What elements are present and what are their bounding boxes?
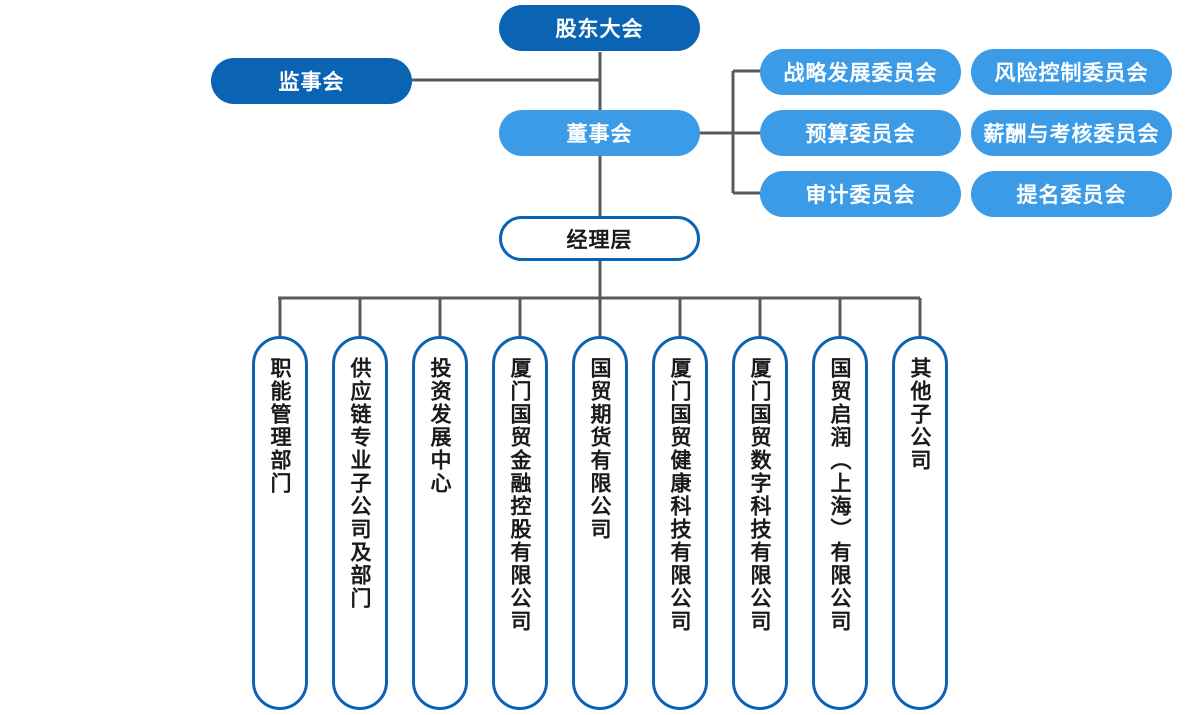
- subsidiary-label: 厦门国贸健康科技有限公司: [668, 357, 692, 633]
- subsidiary-label: 其他子公司: [908, 357, 932, 472]
- subsidiary-health-tech: 厦门国贸健康科技有限公司: [652, 336, 708, 710]
- subsidiary-financial-holdings: 厦门国贸金融控股有限公司: [492, 336, 548, 710]
- management-node: 经理层: [499, 216, 700, 261]
- committee-nomination: 提名委员会: [971, 171, 1172, 217]
- subsidiary-functional-depts: 职能管理部门: [252, 336, 308, 710]
- subsidiary-label: 国贸期货有限公司: [588, 357, 612, 541]
- subsidiary-futures: 国贸期货有限公司: [572, 336, 628, 710]
- subsidiary-investment-center: 投资发展中心: [412, 336, 468, 710]
- committee-audit: 审计委员会: [760, 171, 961, 217]
- subsidiary-digital-tech: 厦门国贸数字科技有限公司: [732, 336, 788, 710]
- subsidiary-label: 投资发展中心: [428, 357, 452, 495]
- subsidiary-supply-chain: 供应链专业子公司及部门: [332, 336, 388, 710]
- subsidiary-label: 厦门国贸数字科技有限公司: [748, 357, 772, 633]
- committee-strategy: 战略发展委员会: [760, 49, 961, 95]
- subsidiary-label: 职能管理部门: [268, 357, 292, 495]
- committee-risk: 风险控制委员会: [971, 49, 1172, 95]
- board-node: 董事会: [499, 110, 700, 156]
- subsidiary-others: 其他子公司: [892, 336, 948, 710]
- subsidiary-qirun-shanghai: 国贸启润（上海）有限公司: [812, 336, 868, 710]
- subsidiary-label: 供应链专业子公司及部门: [348, 357, 372, 610]
- shareholders-node: 股东大会: [499, 5, 700, 51]
- committee-compensation: 薪酬与考核委员会: [971, 110, 1172, 156]
- subsidiary-label: 厦门国贸金融控股有限公司: [508, 357, 532, 633]
- supervisors-node: 监事会: [211, 58, 412, 104]
- subsidiary-label: 国贸启润（上海）有限公司: [828, 357, 852, 633]
- committee-budget: 预算委员会: [760, 110, 961, 156]
